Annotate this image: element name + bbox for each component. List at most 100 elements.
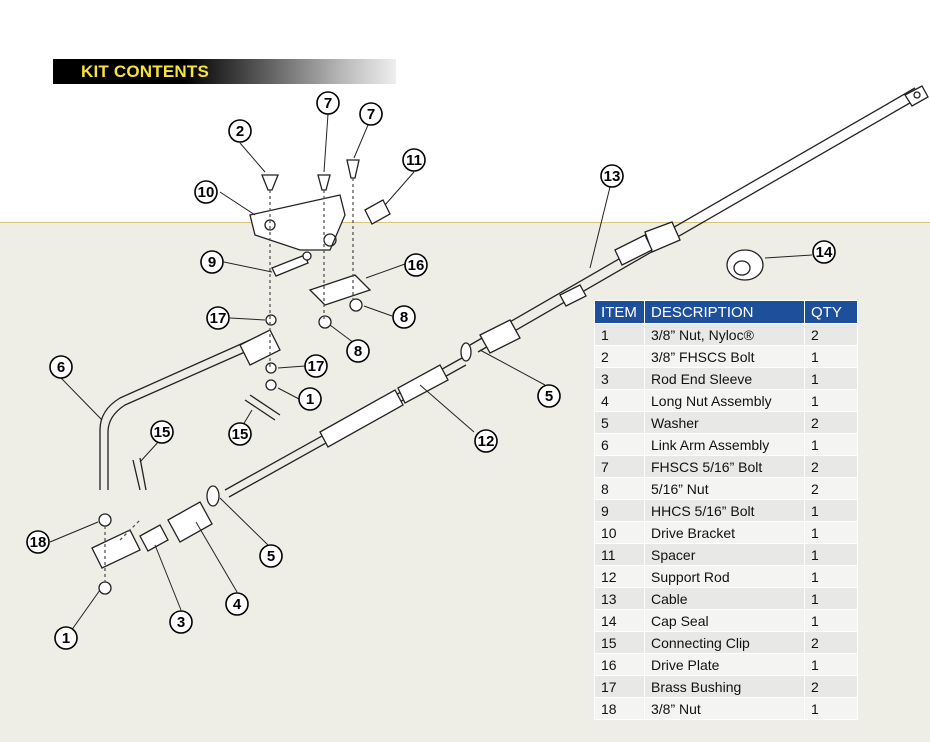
callout-18: 18 (30, 534, 47, 551)
cell-item: 9 (594, 499, 645, 522)
cell-description: Rod End Sleeve (644, 367, 805, 390)
cell-qty: 1 (804, 697, 858, 720)
callout-8a: 8 (400, 309, 408, 326)
cell-description: Connecting Clip (644, 631, 805, 654)
cell-description: Spacer (644, 543, 805, 566)
cell-description: Link Arm Assembly (644, 433, 805, 456)
cell-description: Cap Seal (644, 609, 805, 632)
cell-item: 6 (594, 433, 645, 456)
cell-description: Washer (644, 411, 805, 434)
cell-description: FHSCS 5/16” Bolt (644, 455, 805, 478)
cell-item: 2 (594, 345, 645, 368)
cell-qty: 1 (804, 609, 858, 632)
cell-description: HHCS 5/16” Bolt (644, 499, 805, 522)
nut-8a (349, 298, 363, 312)
callout-10: 10 (198, 184, 215, 201)
cell-item: 3 (594, 367, 645, 390)
rod-end (91, 529, 141, 569)
clip-15a (244, 394, 281, 421)
callout-15b: 15 (154, 424, 171, 441)
drive-bracket (249, 194, 346, 251)
spacer (364, 199, 391, 225)
callout-9: 9 (208, 254, 216, 271)
cell-qty: 1 (804, 565, 858, 588)
cable-end-eye (904, 85, 929, 107)
cell-qty: 2 (804, 323, 858, 346)
callout-5-upper: 5 (545, 388, 553, 405)
cell-description: Drive Bracket (644, 521, 805, 544)
callout-8b: 8 (354, 343, 362, 360)
cell-qty: 2 (804, 455, 858, 478)
cell-qty: 2 (804, 411, 858, 434)
nut-18 (98, 513, 112, 527)
clip-15b (132, 457, 147, 491)
callout-12: 12 (478, 433, 495, 450)
cell-description: 3/8” Nut, Nyloc® (644, 323, 805, 346)
header-item: ITEM (594, 300, 645, 324)
cell-description: 3/8” FHSCS Bolt (644, 345, 805, 368)
bushing-17a (265, 314, 277, 326)
cap-seal (726, 249, 764, 281)
callout-7a: 7 (324, 95, 332, 112)
callout-4: 4 (233, 596, 242, 613)
link-arm-a (99, 339, 251, 490)
cell-item: 12 (594, 565, 645, 588)
cell-item: 10 (594, 521, 645, 544)
cell-qty: 1 (804, 367, 858, 390)
cell-description: Drive Plate (644, 653, 805, 676)
bolt-7a (317, 174, 331, 191)
bolt-2 (261, 174, 279, 191)
cell-qty: 1 (804, 389, 858, 412)
page-title: KIT CONTENTS (81, 62, 210, 81)
cell-qty: 1 (804, 587, 858, 610)
callout-5-lower: 5 (267, 548, 275, 565)
cell-qty: 1 (804, 653, 858, 676)
cell-item: 17 (594, 675, 645, 698)
callout-17a: 17 (210, 310, 227, 327)
cell-qty: 1 (804, 433, 858, 456)
cell-item: 7 (594, 455, 645, 478)
cell-description: 3/8” Nut (644, 697, 805, 720)
cell-item: 18 (594, 697, 645, 720)
nut-8b (318, 315, 332, 329)
callout-13: 13 (604, 168, 621, 185)
cell-qty: 1 (804, 345, 858, 368)
callout-3: 3 (177, 614, 185, 631)
support-rod-threads (319, 389, 404, 448)
cell-description: 5/16” Nut (644, 477, 805, 500)
cell-qty: 1 (804, 521, 858, 544)
rod-end-sleeve (139, 524, 169, 552)
cell-item: 16 (594, 653, 645, 676)
cell-description: Brass Bushing (644, 675, 805, 698)
cell-description: Cable (644, 587, 805, 610)
callout-1-lower: 1 (62, 630, 70, 647)
callout-6: 6 (57, 359, 65, 376)
cell-item: 5 (594, 411, 645, 434)
cell-qty: 1 (804, 499, 858, 522)
callout-7b: 7 (367, 106, 375, 123)
nut-1-upper (265, 379, 277, 391)
washer-lower (206, 485, 220, 507)
cell-item: 11 (594, 543, 645, 566)
cell-item: 1 (594, 323, 645, 346)
cable-outline-a (469, 87, 916, 346)
drive-plate (308, 274, 372, 306)
cell-description: Long Nut Assembly (644, 389, 805, 412)
callout-11: 11 (406, 152, 422, 169)
long-nut (167, 501, 213, 543)
